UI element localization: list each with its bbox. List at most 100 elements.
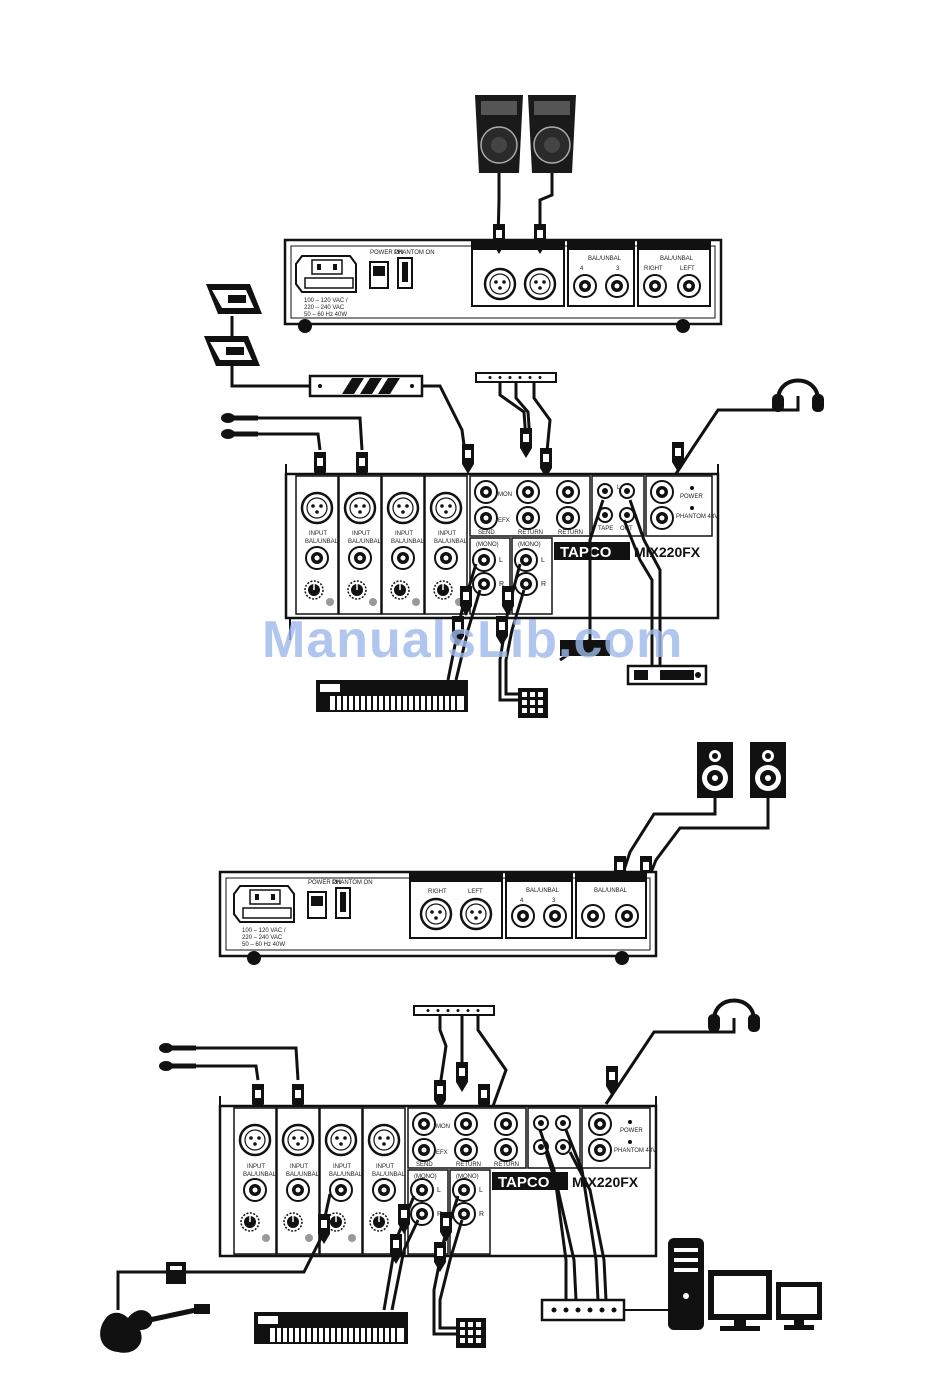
guitar xyxy=(100,1193,332,1353)
ch4-jack-2[interactable] xyxy=(372,1178,396,1202)
ch1-xlr[interactable] xyxy=(300,491,334,525)
ch2-gain-knob[interactable] xyxy=(347,580,367,600)
keyboard-top xyxy=(316,680,468,712)
effects-rack-1 xyxy=(475,372,557,383)
rear-right-label: RIGHT xyxy=(644,266,663,272)
rear-phantom-label: PHANTOM ON xyxy=(394,250,435,256)
tape-cables-top xyxy=(559,499,708,686)
stereo-cables-top xyxy=(446,563,526,702)
rear2-phantom-label: PHANTOM ON xyxy=(332,880,373,886)
mic-3 xyxy=(159,1043,196,1053)
rear-panel-top: 100 – 120 VAC / 220 – 240 VAC 50 – 60 Hz… xyxy=(283,238,723,333)
ch4-input-label: INPUT xyxy=(438,531,456,537)
ch2-gain-knob-2[interactable] xyxy=(283,1212,303,1232)
return-l-jack-2[interactable] xyxy=(454,1112,478,1136)
ch3-jack[interactable] xyxy=(391,546,415,570)
return2-label-2: RETURN xyxy=(494,1162,519,1168)
st2-r-jack-2[interactable] xyxy=(452,1202,476,1226)
main-out-right-xlr[interactable] xyxy=(483,267,517,301)
st1-mono-label: (MONO) xyxy=(476,542,499,548)
ch4-jack[interactable] xyxy=(434,546,458,570)
brand-bar-2: TAPCO MIX220FX xyxy=(492,1172,639,1191)
rear2-bal-label: BAL/UNBAL xyxy=(526,888,560,894)
ch2-input-label-2: INPUT xyxy=(290,1164,308,1170)
rear-voltage-2: 220 – 240 VAC xyxy=(304,305,345,311)
floor-monitors xyxy=(204,284,310,388)
tape-out-r[interactable] xyxy=(619,507,635,523)
tape-in-l[interactable] xyxy=(597,483,613,499)
rear2-bal-label-2: BAL/UNBAL xyxy=(594,888,628,894)
mic-1 xyxy=(221,413,258,423)
mon-label-2: MON xyxy=(436,1124,450,1130)
st1-r-jack-2[interactable] xyxy=(410,1202,434,1226)
ch4-xlr-2[interactable] xyxy=(367,1123,401,1157)
st1-l-label: L xyxy=(499,557,503,564)
st2-r-label-2: R xyxy=(479,1211,484,1218)
main-out-left-xlr[interactable] xyxy=(523,267,557,301)
ch3-xlr-2[interactable] xyxy=(324,1123,358,1157)
ch1-jack-2[interactable] xyxy=(243,1178,267,1202)
return2-l-jack-2[interactable] xyxy=(494,1112,518,1136)
return2-l-jack[interactable] xyxy=(556,480,580,504)
return-r-jack-2[interactable] xyxy=(454,1138,478,1162)
efx-send-jack[interactable] xyxy=(474,506,498,530)
return-l-jack[interactable] xyxy=(516,480,540,504)
st2-mono-label-2: (MONO) xyxy=(456,1174,479,1180)
rear-right-jack[interactable] xyxy=(643,274,667,298)
ch4-xlr[interactable] xyxy=(429,491,463,525)
phones-jack-b[interactable] xyxy=(588,1112,612,1136)
rear2-right-jack[interactable] xyxy=(581,904,605,928)
st1-r-jack[interactable] xyxy=(472,572,496,596)
rear-voltage-3: 50 – 60 Hz 40W xyxy=(304,312,347,318)
ch3-jack-2[interactable] xyxy=(329,1178,353,1202)
send-return-section: MON EFX SEND RETURN RETURN xyxy=(469,475,591,537)
studio-monitor-right xyxy=(750,742,786,798)
rear2-power-label: POWER ON xyxy=(308,880,341,886)
mic-2 xyxy=(221,429,258,439)
fx2-plug-b xyxy=(456,1062,468,1092)
ch1-xlr-2[interactable] xyxy=(238,1123,272,1157)
efx-send-jack-2[interactable] xyxy=(412,1138,436,1162)
mic-4 xyxy=(159,1061,196,1071)
tape-in-l-2[interactable] xyxy=(533,1115,549,1131)
brand-logo-2: TAPCO xyxy=(498,1174,550,1191)
phones-jack[interactable] xyxy=(650,480,674,504)
ch1-gain-knob-2[interactable] xyxy=(240,1212,260,1232)
st2-l-label-2: L xyxy=(479,1187,483,1194)
ch3-xlr[interactable] xyxy=(386,491,420,525)
return2-r-jack-2[interactable] xyxy=(494,1138,518,1162)
mon-send-jack-2[interactable] xyxy=(412,1112,436,1136)
return2-r-jack[interactable] xyxy=(556,506,580,530)
rear2-voltage-1: 100 – 120 VAC / xyxy=(242,928,286,934)
ch4-bal-label-2: BAL/UNBAL xyxy=(372,1172,406,1178)
rear2-left-jack[interactable] xyxy=(615,904,639,928)
rear2-ch4-jack[interactable] xyxy=(511,904,535,928)
return2-label: RETURN xyxy=(558,530,583,536)
mon-send-jack[interactable] xyxy=(474,480,498,504)
phantom-label: PHANTOM 48V xyxy=(676,514,718,520)
headphones-top xyxy=(670,378,826,481)
ch2-xlr-2[interactable] xyxy=(281,1123,315,1157)
ch2-xlr[interactable] xyxy=(343,491,377,525)
ch2-jack[interactable] xyxy=(348,546,372,570)
rear-ch4-jack[interactable] xyxy=(573,274,597,298)
ch4-gain-knob-2[interactable] xyxy=(369,1212,389,1232)
main-out-left-xlr-2[interactable] xyxy=(459,897,493,931)
rear-left-label: LEFT xyxy=(680,266,695,272)
rear2-ch3-jack[interactable] xyxy=(543,904,567,928)
main-out-right-xlr-2[interactable] xyxy=(419,897,453,931)
ch2-jack-2[interactable] xyxy=(286,1178,310,1202)
ch3-gain-knob[interactable] xyxy=(390,580,410,600)
phones-jack-2[interactable] xyxy=(650,506,674,530)
tape-out-l[interactable] xyxy=(619,483,635,499)
rear-ch3-jack[interactable] xyxy=(605,274,629,298)
ch1-gain-knob[interactable] xyxy=(304,580,324,600)
st1-mono-label-2: (MONO) xyxy=(414,1174,437,1180)
tape-out-l-2[interactable] xyxy=(555,1115,571,1131)
ch4-gain-knob[interactable] xyxy=(433,580,453,600)
rear-left-jack[interactable] xyxy=(677,274,701,298)
return-r-jack[interactable] xyxy=(516,506,540,530)
ch1-jack[interactable] xyxy=(305,546,329,570)
tape-out-r-2[interactable] xyxy=(555,1139,571,1155)
phones-jack-b2[interactable] xyxy=(588,1138,612,1162)
